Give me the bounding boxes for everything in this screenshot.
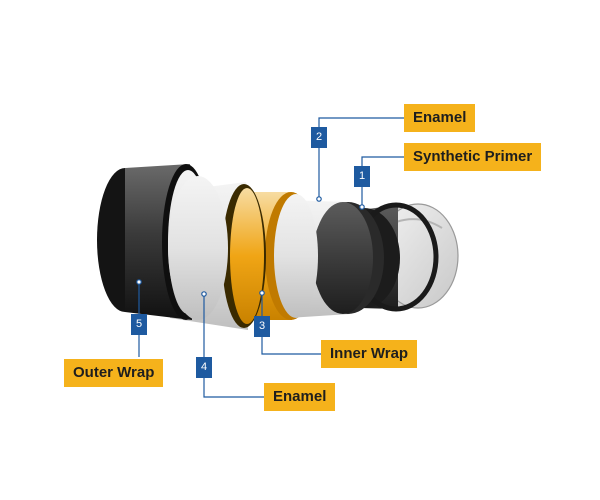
layer-badge-2: 2 (311, 127, 327, 148)
layer-outer-wrap (97, 164, 228, 320)
leader-dot-3 (259, 290, 265, 296)
layer-badge-4: 4 (196, 357, 212, 378)
layer-badge-5: 5 (131, 314, 147, 335)
label-synthetic-primer: Synthetic Primer (404, 143, 542, 171)
leader-dot-2 (316, 196, 322, 202)
label-enamel-bottom: Enamel (264, 383, 336, 411)
leader-dot-4 (201, 291, 207, 297)
label-enamel-top: Enamel (404, 104, 476, 132)
leader-line-1 (361, 156, 404, 205)
label-outer-wrap: Outer Wrap (64, 359, 164, 387)
leader-line-4 (203, 296, 264, 398)
leader-line-3 (261, 295, 321, 355)
layer-enamel-inner (286, 200, 384, 318)
leader-dot-1 (359, 204, 365, 210)
label-inner-wrap: Inner Wrap (321, 340, 418, 368)
layer-badge-1: 1 (354, 166, 370, 187)
layer-badge-3: 3 (254, 316, 270, 337)
leader-line-2 (318, 117, 404, 197)
leader-dot-5 (136, 279, 142, 285)
